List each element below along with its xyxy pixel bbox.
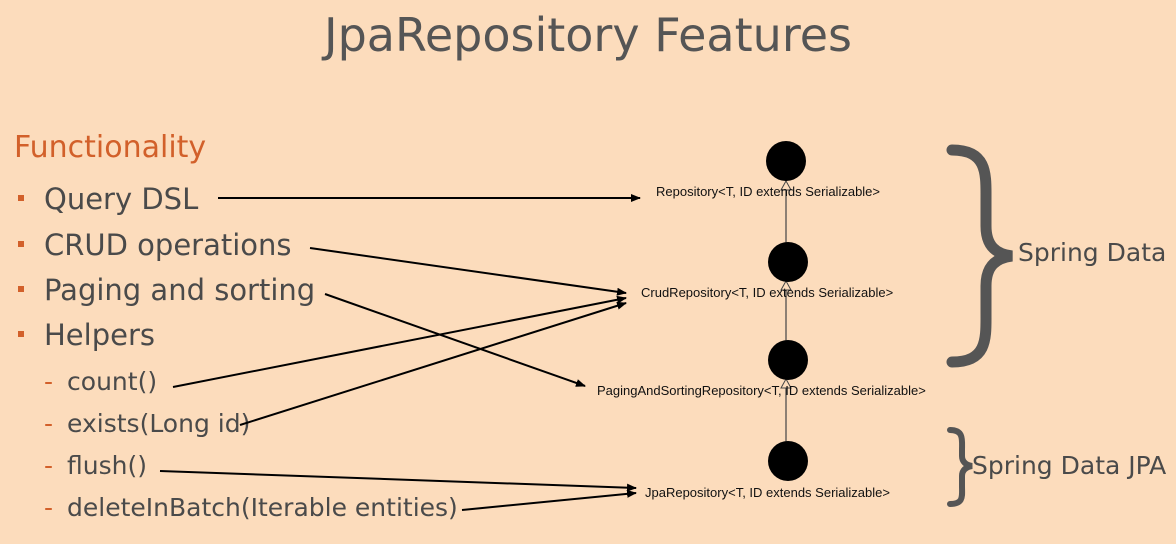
node-label-crud-repository: CrudRepository<T, ID extends Serializabl… — [641, 285, 894, 300]
helper-label: flush() — [67, 451, 147, 480]
functionality-heading: Functionality — [14, 130, 207, 165]
feature-label: Helpers — [44, 318, 155, 352]
inherit-arrow — [780, 377, 792, 389]
node-jpa-repository — [768, 441, 808, 481]
page-title: JpaRepository Features — [324, 8, 852, 62]
group-label-spring-data-jpa: Spring Data JPA — [972, 451, 1167, 480]
brace-spring-data — [946, 144, 1013, 368]
arrow-crud — [309, 247, 627, 296]
arrow-flush — [159, 470, 637, 492]
feature-paging-sorting: Paging and sorting — [18, 273, 315, 307]
inherit-arrow — [780, 179, 792, 191]
bullet-mark — [18, 195, 24, 201]
helper-count: -count() — [44, 367, 157, 396]
arrow-count — [172, 295, 627, 388]
node-paging-sorting-repository — [768, 340, 808, 380]
feature-label: CRUD operations — [44, 228, 292, 262]
dash-mark: - — [44, 409, 54, 438]
helper-label: deleteInBatch(Iterable entities) — [67, 493, 458, 522]
brace-spring-data-jpa — [947, 427, 973, 507]
bullet-mark — [18, 331, 24, 337]
arrow-delete-in-batch — [461, 489, 637, 511]
dash-mark: - — [44, 367, 54, 396]
feature-query-dsl: Query DSL — [18, 182, 198, 216]
feature-helpers: Helpers — [18, 318, 155, 352]
arrow-exists — [239, 301, 627, 426]
inherit-arrow — [780, 279, 792, 291]
helper-label: count() — [67, 367, 158, 396]
feature-crud-operations: CRUD operations — [18, 228, 292, 262]
dash-mark: - — [44, 493, 54, 522]
node-crud-repository — [768, 242, 808, 282]
feature-label: Paging and sorting — [44, 273, 316, 307]
group-label-spring-data: Spring Data — [1018, 238, 1167, 267]
node-label-paging-sorting-repository: PagingAndSortingRepository<T, ID extends… — [597, 383, 926, 398]
helper-label: exists(Long id) — [67, 409, 251, 438]
helper-exists: -exists(Long id) — [44, 409, 250, 438]
bullet-mark — [18, 286, 24, 292]
node-label-repository: Repository<T, ID extends Serializable> — [656, 184, 881, 199]
dash-mark: - — [44, 451, 54, 480]
helper-flush: -flush() — [44, 451, 147, 480]
arrow-paging — [324, 293, 586, 387]
feature-label: Query DSL — [44, 182, 199, 216]
node-repository — [766, 141, 806, 181]
node-label-jpa-repository: JpaRepository<T, ID extends Serializable… — [645, 485, 890, 500]
bullet-mark — [18, 241, 24, 247]
helper-delete-in-batch: -deleteInBatch(Iterable entities) — [44, 493, 458, 522]
